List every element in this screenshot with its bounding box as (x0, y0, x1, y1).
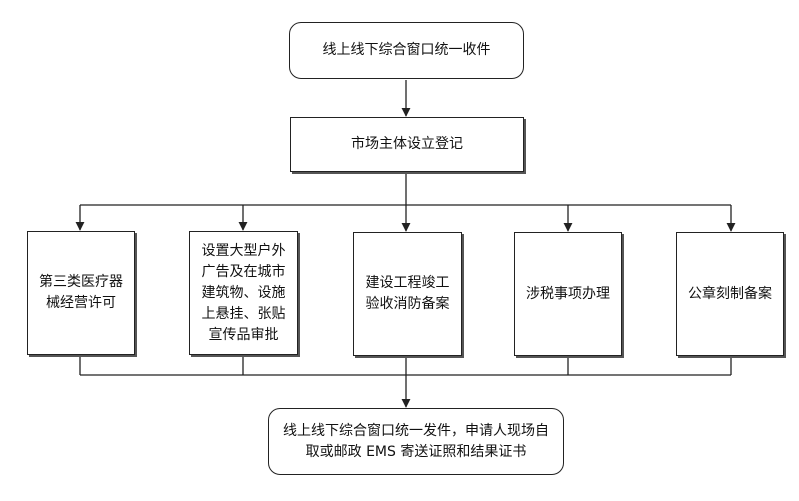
node-medical-device-license-label: 第三类医疗器械经营许可 (39, 274, 123, 311)
node-unified-delivery: 线上线下综合窗口统一发件，申请人现场自取或邮政 EMS 寄送证照和结果证书 (268, 408, 564, 475)
node-fire-acceptance-filing-label: 建设工程竣工验收消防备案 (365, 275, 450, 312)
node-unified-intake-label: 线上线下综合窗口统一收件 (322, 42, 491, 58)
node-tax-affairs: 涉税事项办理 (514, 232, 622, 356)
node-seal-engraving-filing: 公章刻制备案 (676, 232, 784, 356)
node-seal-engraving-filing-label: 公章刻制备案 (688, 285, 772, 302)
node-medical-device-license: 第三类医疗器械经营许可 (27, 231, 135, 355)
node-fire-acceptance-filing: 建设工程竣工验收消防备案 (353, 232, 462, 356)
node-tax-affairs-label: 涉税事项办理 (526, 285, 610, 302)
node-outdoor-advertising-approval: 设置大型户外广告及在城市建筑物、设施上悬挂、张贴宣传品审批 (189, 231, 298, 355)
node-unified-intake: 线上线下综合窗口统一收件 (289, 22, 524, 79)
node-market-entity-registration-label: 市场主体设立登记 (351, 136, 463, 152)
node-market-entity-registration: 市场主体设立登记 (290, 117, 524, 172)
node-unified-delivery-label: 线上线下综合窗口统一发件，申请人现场自取或邮政 EMS 寄送证照和结果证书 (283, 422, 549, 460)
node-outdoor-advertising-approval-label: 设置大型户外广告及在城市建筑物、设施上悬挂、张贴宣传品审批 (201, 242, 286, 343)
